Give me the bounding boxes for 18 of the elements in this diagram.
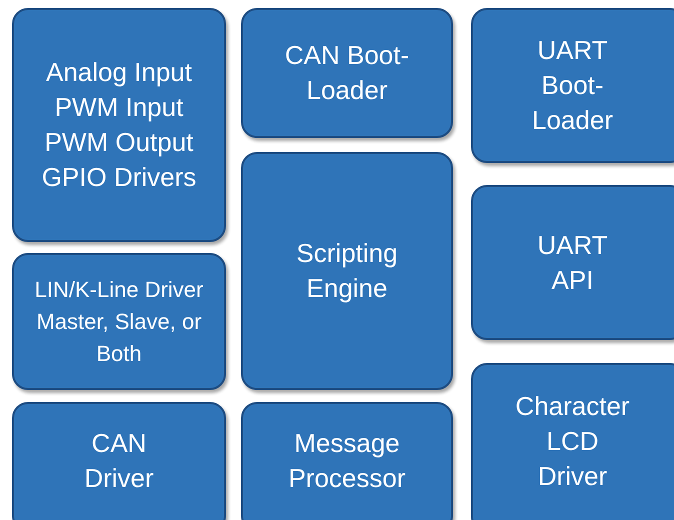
module-block: [12, 8, 226, 242]
module-block: [471, 363, 674, 520]
module-block: [241, 152, 453, 390]
module-block: [471, 185, 674, 340]
module-label: UART API: [536, 228, 609, 296]
module-label: UART Boot-Loader: [531, 34, 614, 137]
module-block: [471, 8, 674, 163]
module-block: [241, 402, 453, 520]
module-label: Character LCD Driver: [515, 390, 630, 493]
module-label: Analog Input PWM Input PWM Output GPIO Drivers: [40, 56, 198, 194]
module-block: [12, 402, 226, 520]
module-label: CAN Driver: [83, 427, 155, 495]
module-block: [12, 253, 226, 390]
module-label: Message Processor: [287, 427, 407, 495]
module-block: [241, 8, 453, 138]
module-label: CAN Boot-Loader: [284, 39, 410, 107]
module-label: Scripting Engine: [295, 237, 399, 305]
module-label: LIN/K-Line Driver Master, Slave, or Both: [34, 276, 204, 368]
